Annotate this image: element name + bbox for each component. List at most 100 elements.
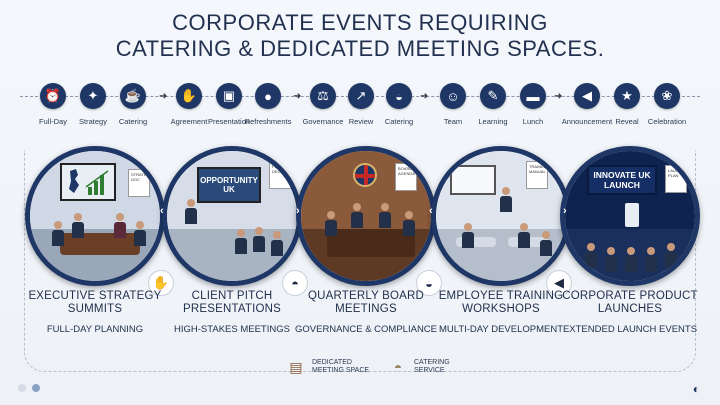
attendee — [271, 231, 283, 257]
flow-outline — [24, 150, 696, 372]
title-line-1: CORPORATE EVENTS REQUIRING — [172, 10, 548, 35]
meeting-table — [60, 233, 140, 255]
boardroom-table — [327, 229, 415, 257]
megaphone-icon: ◀ — [574, 83, 600, 109]
launch-banner: INNOVATE UK LAUNCH — [587, 165, 657, 195]
icon-label: Catering — [118, 117, 148, 126]
handshake-icon: ✋ — [176, 83, 202, 109]
board-member — [325, 211, 337, 237]
trainee — [462, 223, 474, 249]
arrow-icon: ➜ — [554, 91, 563, 102]
map-chart-screen — [60, 163, 116, 201]
document-icon: PITCH DECK — [269, 161, 291, 189]
icon-label: Celebration — [647, 117, 687, 126]
sandwich-icon: ▬ — [520, 83, 546, 109]
whiteboard — [450, 165, 496, 195]
chart-icon: ↗ — [348, 83, 374, 109]
audience-member — [665, 243, 677, 269]
dot — [32, 384, 40, 392]
icon-label: Refreshments — [244, 117, 292, 126]
page-title: CORPORATE EVENTS REQUIRING CATERING & DE… — [0, 10, 720, 62]
pagination-dots — [18, 384, 40, 392]
event-subheading: EXTENDED LAUNCH EVENTS — [562, 324, 698, 335]
document-icon: TRAINING MANUAL — [526, 161, 548, 189]
catering-service-icon: ◓ — [393, 359, 403, 375]
attendee — [235, 229, 247, 255]
next-arrow-icon: ‹ — [429, 205, 433, 217]
event-subheading: GOVERNANCE & COMPLIANCE — [295, 324, 437, 335]
spotlight-icon: ★ — [614, 83, 640, 109]
document-icon: STRATEGY DOC — [128, 169, 152, 197]
scene-board-meeting: BOARD AGENDA — [296, 146, 436, 286]
desk — [456, 237, 496, 247]
attendee — [52, 221, 64, 247]
audience-member — [625, 247, 637, 273]
audience-member — [605, 247, 617, 273]
icon-label: Review — [348, 117, 374, 126]
uk-map-chart — [69, 169, 109, 195]
arrow-icon: ➜ — [420, 91, 429, 102]
board-member — [351, 203, 363, 229]
event-caption-launch: CORPORATE PRODUCT LAUNCHES EXTENDED LAUN… — [555, 290, 705, 335]
event-subheading: MULTI-DAY DEVELOPMENT — [438, 324, 564, 335]
event-caption-strategy: EXECUTIVE STRATEGY SUMMITS FULL-DAY PLAN… — [20, 290, 170, 335]
trainer — [500, 187, 512, 213]
arrow-icon: ➜ — [159, 91, 168, 102]
icon-label: Reveal — [615, 117, 639, 126]
megaphone-icon: ◀ — [546, 270, 572, 296]
catering-tray-icon: ◒ — [386, 83, 412, 109]
food-plate-icon: ● — [255, 83, 281, 109]
legend-catering-service: ◓ CATERING SERVICE — [386, 355, 454, 379]
icon-label: Strategy — [79, 117, 107, 126]
event-subheading: FULL-DAY PLANNING — [46, 324, 144, 335]
document-icon: BOARD AGENDA — [395, 163, 417, 191]
pill-icon: ◐ — [692, 382, 700, 396]
food-platter-icon: ◒ — [416, 270, 442, 296]
event-heading: EXECUTIVE STRATEGY SUMMITS — [28, 290, 162, 315]
projector-icon: ▣ — [216, 83, 242, 109]
event-caption-training: EMPLOYEE TRAINING WORKSHOPS MULTI-DAY DE… — [426, 290, 576, 335]
trainee — [540, 231, 552, 257]
event-subheading: HIGH-STAKES MEETINGS — [174, 324, 290, 335]
cloche-icon: ◓ — [282, 270, 308, 296]
next-arrow-icon: › — [296, 205, 300, 217]
icon-label: Announcement — [561, 117, 613, 126]
attendee — [114, 213, 126, 239]
event-caption-pitch: CLIENT PITCH PRESENTATIONS HIGH-STAKES M… — [157, 290, 307, 335]
scene-product-launch: INNOVATE UK LAUNCH LAUNCH PLAN — [560, 146, 700, 286]
next-arrow-icon: › — [563, 205, 567, 217]
icon-row: ⏰ Full-Day ✦ Strategy ☕ Catering ➜ ✋ Agr… — [0, 83, 720, 131]
union-flag-icon — [353, 163, 377, 187]
icon-label: Learning — [478, 117, 508, 126]
icon-label: Lunch — [522, 117, 544, 126]
learning-icon: ✎ — [480, 83, 506, 109]
icon-label: Full-Day — [39, 117, 67, 126]
presentation-screen: OPPORTUNITY UK — [197, 167, 261, 203]
presenter — [185, 199, 197, 225]
scene-strategy-summit: STRATEGY DOC — [25, 146, 165, 286]
event-heading: CORPORATE PRODUCT LAUNCHES — [562, 290, 698, 315]
meeting-space-icon: ▤ — [289, 359, 303, 375]
scene-client-pitch: OPPORTUNITY UK PITCH DECK — [162, 146, 302, 286]
handshake-icon: ✋ — [148, 270, 174, 296]
legend-meeting-space: ▤ DEDICATED MEETING SPACE — [284, 355, 372, 379]
next-arrow-icon: ‹ — [160, 205, 164, 217]
audience-member — [585, 243, 597, 269]
event-heading: QUARTERLY BOARD MEETINGS — [307, 290, 425, 315]
icon-label: Catering — [384, 117, 414, 126]
clock-icon: ⏰ — [40, 83, 66, 109]
document-icon: LAUNCH PLAN — [665, 165, 687, 193]
podium — [625, 203, 639, 227]
icon-label: Agreement — [170, 117, 208, 126]
dot — [18, 384, 26, 392]
audience-member — [645, 247, 657, 273]
icon-label: Team — [443, 117, 463, 126]
board-member — [379, 203, 391, 229]
scene-training-workshop: TRAINING MANUAL — [431, 146, 571, 286]
lightbulb-icon: ✦ — [80, 83, 106, 109]
event-heading: EMPLOYEE TRAINING WORKSHOPS — [438, 290, 564, 315]
icon-label: Governance — [302, 117, 344, 126]
title-line-2: CATERING & DEDICATED MEETING SPACES. — [115, 36, 605, 61]
legend-label: DEDICATED MEETING SPACE — [312, 359, 370, 374]
gavel-icon: ⚖ — [310, 83, 336, 109]
